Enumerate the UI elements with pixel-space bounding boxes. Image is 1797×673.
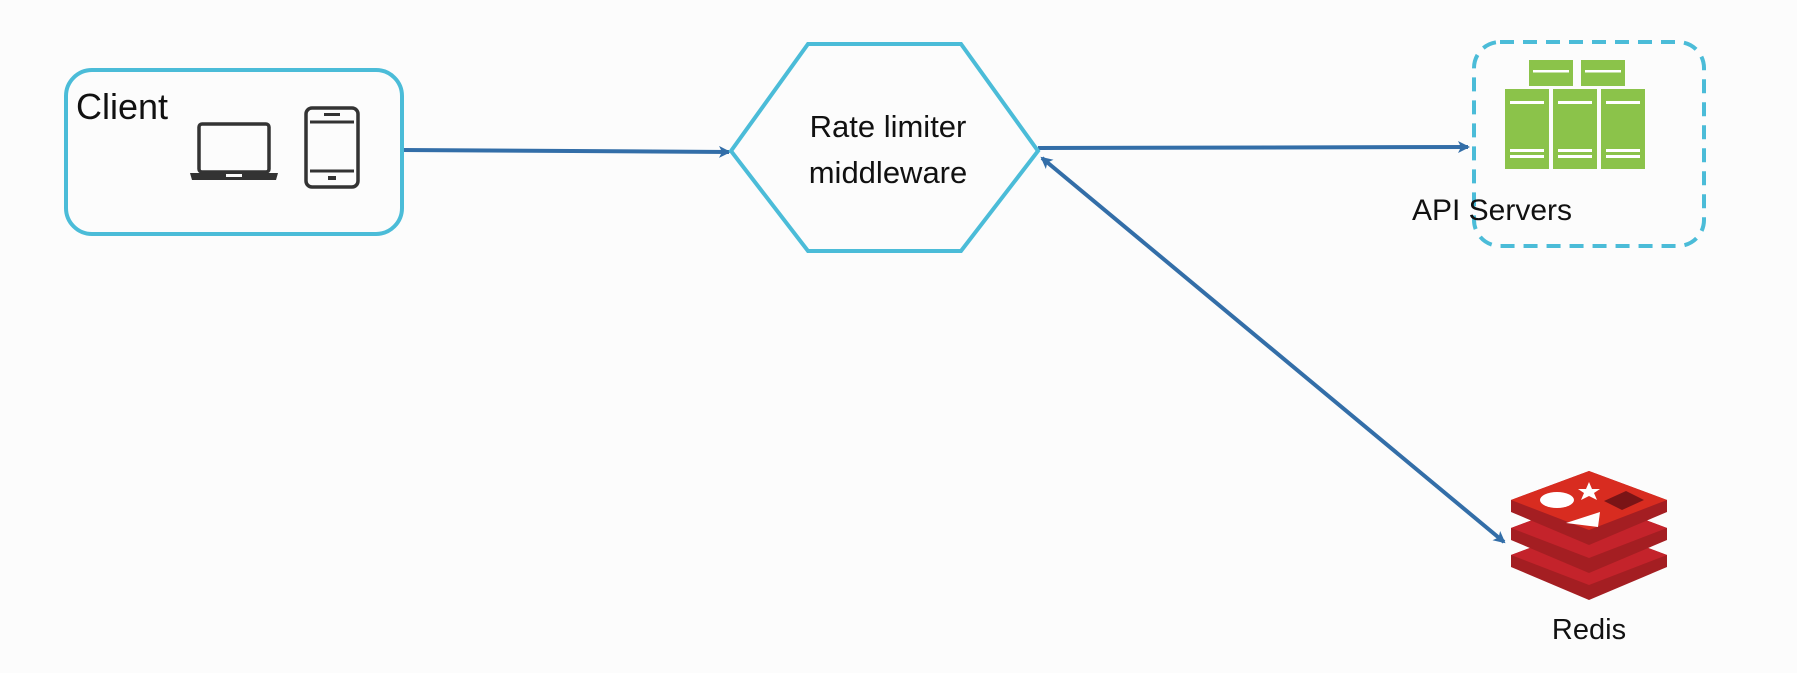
edge-rate-limiter-to-api-servers — [1037, 141, 1470, 154]
api-servers-label: API Servers — [1411, 194, 1573, 227]
rate-limiter-label-line2: middleware — [808, 155, 968, 190]
edge-client-to-rate-limiter — [401, 145, 731, 158]
tablet-icon — [304, 106, 360, 189]
redis-logo-icon — [1511, 471, 1667, 600]
rate-limiter-label: Rate limiter middleware — [738, 104, 1038, 196]
client-node — [64, 68, 404, 236]
laptop-icon — [190, 122, 278, 180]
rate-limiter-node — [728, 42, 1041, 253]
server-rack-icon — [1505, 60, 1645, 169]
client-label: Client — [76, 86, 169, 127]
redis-label: Redis — [1551, 614, 1627, 646]
rate-limiter-label-line1: Rate limiter — [809, 109, 967, 144]
edge-rate-limiter-redis — [1040, 156, 1506, 544]
